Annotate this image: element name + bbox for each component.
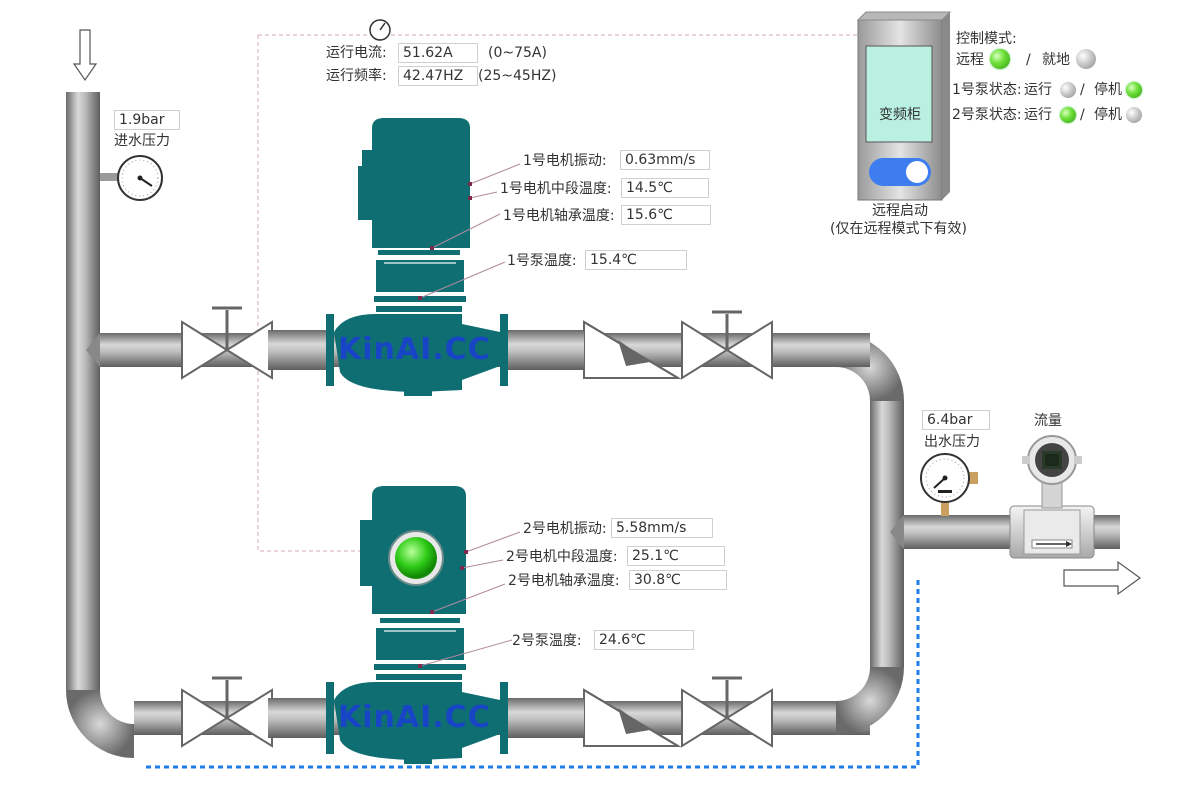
frequency-value: 42.47HZ: [398, 66, 478, 86]
pump-1-stop-label: 停机: [1094, 82, 1122, 98]
pump-1-separator: /: [1080, 82, 1085, 98]
flange-pipe-2a: [268, 698, 328, 738]
outlet-pressure-gauge-icon: [920, 453, 978, 516]
inlet-pressure-value: 1.9bar: [114, 110, 180, 130]
current-value: 51.62A: [398, 43, 478, 63]
gate-valve-3[interactable]: [181, 676, 273, 748]
check-valve-1[interactable]: [583, 320, 682, 379]
pump-2-sensor-leaders: [419, 531, 521, 667]
flange-pipe-1a: [268, 330, 328, 370]
pump-2-stop-label: 停机: [1094, 107, 1122, 123]
comm-line: [142, 580, 920, 769]
outlet-pressure-label: 出水压力: [924, 434, 980, 450]
pump-2-pump-temp-label: 2号泵温度:: [512, 633, 582, 649]
current-gauge-icon: [369, 19, 391, 41]
pump-2-stop-indicator: [1126, 107, 1142, 123]
remote-start-note: (仅在远程模式下有效): [830, 221, 967, 237]
mode-separator: /: [1026, 52, 1031, 68]
flange-pipe-2b: [508, 698, 584, 738]
tee-2: [890, 515, 904, 549]
pump-1-stop-indicator: [1126, 82, 1142, 98]
frequency-range: (25~45HZ): [478, 68, 557, 84]
flange-pipe-1b: [508, 330, 584, 370]
pump-1-vibration-value: 0.63mm/s: [620, 150, 710, 170]
pump-2-status-label: 2号泵状态:: [952, 107, 1022, 123]
pump-1-vibration-label: 1号电机振动:: [523, 153, 607, 169]
pump-2-mid-temp-label: 2号电机中段温度:: [506, 549, 618, 565]
flange-2a: [326, 682, 334, 754]
pump-1-mid-temp-value: 14.5℃: [621, 178, 709, 198]
inlet-pressure-label: 进水压力: [114, 133, 170, 149]
mode-remote-indicator[interactable]: [990, 49, 1010, 69]
remote-start-toggle[interactable]: [869, 158, 931, 186]
outlet-arrow-icon: [1063, 560, 1142, 596]
flange-1a: [326, 314, 334, 386]
pump-2-vibration-value: 5.58mm/s: [611, 518, 713, 538]
pump-1-pump-temp-label: 1号泵温度:: [507, 253, 577, 269]
check-valve-2[interactable]: [583, 688, 682, 747]
mode-local-indicator[interactable]: [1076, 49, 1096, 69]
outlet-pressure-value: 6.4bar: [922, 410, 990, 430]
pump-1-bearing-temp-label: 1号电机轴承温度:: [503, 208, 615, 224]
control-mode-label: 控制模式:: [956, 31, 1017, 47]
pump-2-separator: /: [1080, 107, 1085, 123]
pump-2-running-lamp: [395, 537, 437, 579]
pump-1-run-indicator: [1060, 82, 1076, 98]
pump-1-sensor-leaders: [419, 163, 521, 299]
pump-1-status-label: 1号泵状态:: [952, 82, 1022, 98]
inlet-pressure-gauge-icon: [100, 155, 163, 201]
pump-1-bearing-temp-value: 15.6℃: [621, 205, 711, 225]
sensor-points: [418, 182, 472, 668]
gate-valve-4[interactable]: [681, 676, 773, 748]
flange-2b: [500, 682, 508, 754]
toggle-knob: [906, 161, 928, 183]
pump-1-mid-temp-label: 1号电机中段温度:: [500, 181, 612, 197]
frequency-label: 运行频率:: [326, 68, 387, 84]
pipe-joint-tr: [836, 333, 870, 367]
mode-local-label: 就地: [1042, 52, 1070, 68]
pump-2[interactable]: [334, 486, 500, 764]
gate-valve-1[interactable]: [181, 306, 273, 380]
pump-2-bearing-temp-value: 30.8℃: [629, 570, 727, 590]
flow-label: 流量: [1034, 413, 1062, 429]
gate-valve-2[interactable]: [681, 310, 773, 380]
remote-start-label: 远程启动: [872, 203, 928, 219]
pipe-bend-bl: [66, 690, 134, 758]
pump-2-run-indicator: [1060, 107, 1076, 123]
inlet-arrow-icon: [72, 29, 98, 82]
inlet-pipe: [66, 92, 100, 690]
pump-2-vibration-label: 2号电机振动:: [523, 521, 607, 537]
tee-1: [86, 333, 100, 367]
current-label: 运行电流:: [326, 45, 387, 61]
watermark-1: KinAI.CC: [338, 332, 491, 367]
flange-1b: [500, 314, 508, 386]
pipe-bend-br: [836, 667, 904, 735]
flow-meter-icon: [1009, 435, 1095, 559]
signal-line-2: [257, 35, 372, 552]
pump-2-mid-temp-value: 25.1℃: [627, 546, 725, 566]
pump-2-run-label: 运行: [1024, 107, 1052, 123]
current-range: (0~75A): [488, 45, 547, 61]
pump-2-bearing-temp-label: 2号电机轴承温度:: [508, 573, 620, 589]
pump-1-run-label: 运行: [1024, 82, 1052, 98]
vfd-cabinet-label: 变频柜: [879, 107, 921, 123]
watermark-2: KinAI.CC: [338, 700, 491, 735]
pump-1-pump-temp-value: 15.4℃: [585, 250, 687, 270]
pump-2-pump-temp-value: 24.6℃: [594, 630, 694, 650]
pump-1[interactable]: [334, 118, 500, 396]
mode-remote-label: 远程: [956, 52, 984, 68]
